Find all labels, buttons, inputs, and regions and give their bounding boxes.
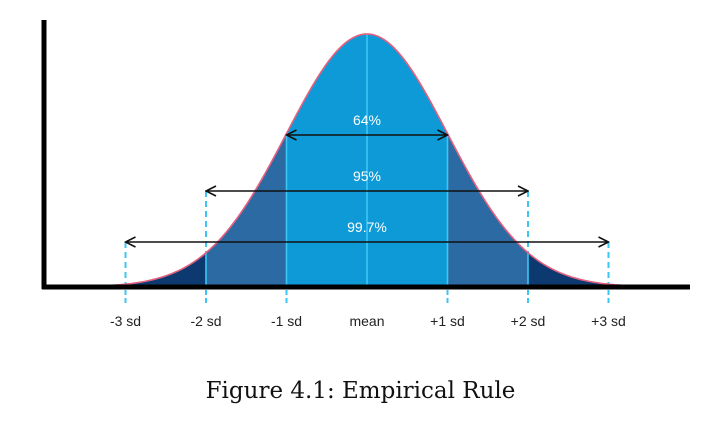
tick-label: -3 sd bbox=[110, 313, 141, 329]
range-label-2sd: 95% bbox=[353, 168, 381, 184]
range-label-3sd: 99.7% bbox=[347, 219, 387, 235]
tick-label: -1 sd bbox=[271, 313, 302, 329]
normal-curve bbox=[85, 33, 649, 288]
tick-label: mean bbox=[349, 313, 384, 329]
range-label-1sd: 64% bbox=[353, 112, 381, 128]
axes bbox=[41, 20, 690, 290]
tick-label: +2 sd bbox=[511, 313, 546, 329]
tick-label: -2 sd bbox=[190, 313, 221, 329]
range-arrows: 64% 95% 99.7% bbox=[126, 112, 609, 242]
tick-label: +3 sd bbox=[591, 313, 626, 329]
figure-caption: Figure 4.1: Empirical Rule bbox=[205, 378, 516, 404]
tick-label: +1 sd bbox=[430, 313, 465, 329]
tick-labels: -3 sd -2 sd -1 sd mean +1 sd +2 sd +3 sd bbox=[110, 313, 626, 329]
